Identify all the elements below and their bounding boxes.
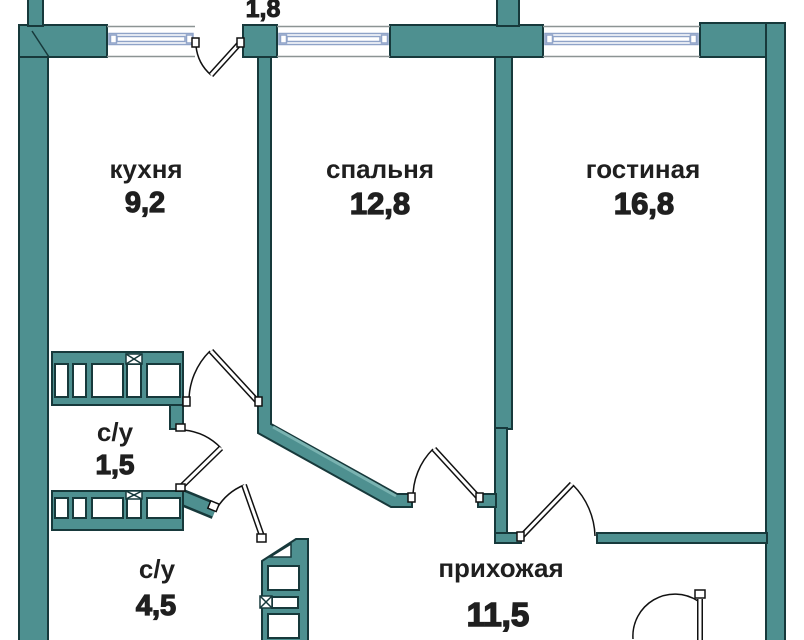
door-kitchen	[182, 348, 263, 407]
diagonal-highlight	[272, 425, 397, 498]
duct-row-lower	[51, 490, 184, 531]
balcony-stub-left	[27, 0, 44, 27]
duct-shaft-vertical	[259, 538, 309, 640]
doors	[175, 37, 706, 640]
door-wc-small	[175, 423, 224, 492]
door-wc-large	[206, 484, 267, 543]
walls	[18, 0, 786, 640]
living-area: 16,8	[614, 186, 674, 221]
wc-large-area: 4,5	[136, 590, 176, 622]
corner-miter	[31, 30, 50, 58]
window-bedroom	[277, 25, 390, 58]
duct-row-upper	[51, 351, 184, 406]
balcony-area: 1,8	[246, 0, 281, 23]
wall-left	[18, 24, 49, 640]
wall-right	[765, 22, 786, 640]
hallway-label: прихожая	[438, 553, 563, 583]
door-living	[516, 481, 596, 542]
bedroom-area: 12,8	[350, 186, 410, 221]
wall-top-c	[389, 24, 544, 58]
balcony-stub-right	[496, 0, 520, 27]
door-bedroom	[407, 446, 484, 503]
kitchen-area: 9,2	[125, 187, 165, 219]
wall-hall-living	[494, 427, 508, 544]
wc-small-area: 1,5	[96, 449, 135, 480]
room-labels: 1,8 кухня 9,2 спальня 12,8 гостиная 16,8…	[95, 0, 701, 634]
wall-kitchen-bedroom	[257, 56, 413, 508]
vent-x-icon	[125, 353, 143, 365]
wall-top-a	[18, 24, 108, 58]
wall-top-b	[242, 24, 278, 58]
vent-x-icon	[259, 595, 273, 609]
window-kitchen	[107, 25, 195, 58]
door-balcony	[191, 37, 245, 78]
kitchen-label: кухня	[109, 154, 182, 184]
bedroom-label: спальня	[326, 154, 434, 184]
duct-blocks	[51, 351, 309, 640]
wall-living-bottom-right	[596, 532, 768, 544]
wall-bedroom-living	[494, 56, 513, 430]
vent-x-icon	[125, 490, 143, 500]
door-entry	[632, 589, 706, 640]
hallway-area: 11,5	[467, 596, 529, 633]
living-label: гостиная	[586, 154, 701, 184]
window-living	[543, 25, 700, 58]
wc-large-label: с/у	[139, 554, 176, 584]
wc-small-label: с/у	[97, 417, 134, 447]
